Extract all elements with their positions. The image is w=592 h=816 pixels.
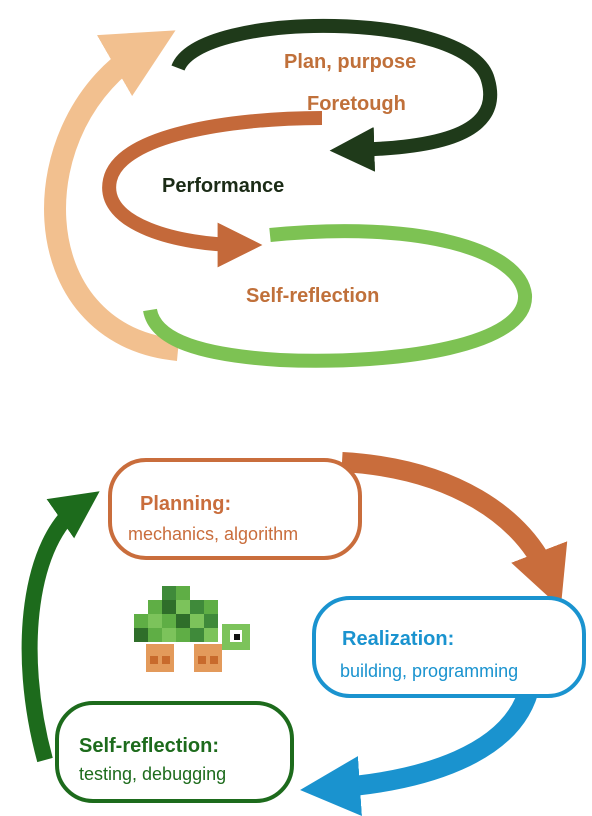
peach-return-arrow [44, 30, 180, 361]
dark-green-arrow [171, 18, 498, 172]
label-performance: Performance [162, 175, 284, 197]
realization-subtitle: building, programming [340, 661, 518, 681]
planning-subtitle: mechanics, algorithm [128, 524, 298, 544]
label-plan-purpose: Plan, purpose [284, 51, 416, 73]
planning-title: Planning: [140, 493, 231, 515]
blue-arrow [300, 682, 540, 816]
top-cycle-diagram: Plan, purpose Foretough Performance Self… [44, 18, 532, 368]
label-forethought: Foretough [307, 93, 406, 115]
bottom-cycle-diagram: Planning: mechanics, algorithm Realizati… [21, 452, 586, 816]
planning-box [108, 458, 362, 560]
turtle-robot-icon [134, 586, 250, 672]
self-reflection-subtitle: testing, debugging [79, 764, 226, 784]
orange-arrow [341, 452, 568, 608]
self-reflection-box [55, 701, 294, 803]
light-green-loop [143, 224, 532, 368]
green-arrow [21, 491, 100, 763]
realization-box [312, 596, 586, 698]
brown-arrow [102, 111, 323, 268]
label-self-reflection-top: Self-reflection [246, 285, 379, 307]
realization-title: Realization: [342, 628, 454, 650]
self-reflection-title: Self-reflection: [79, 735, 219, 757]
